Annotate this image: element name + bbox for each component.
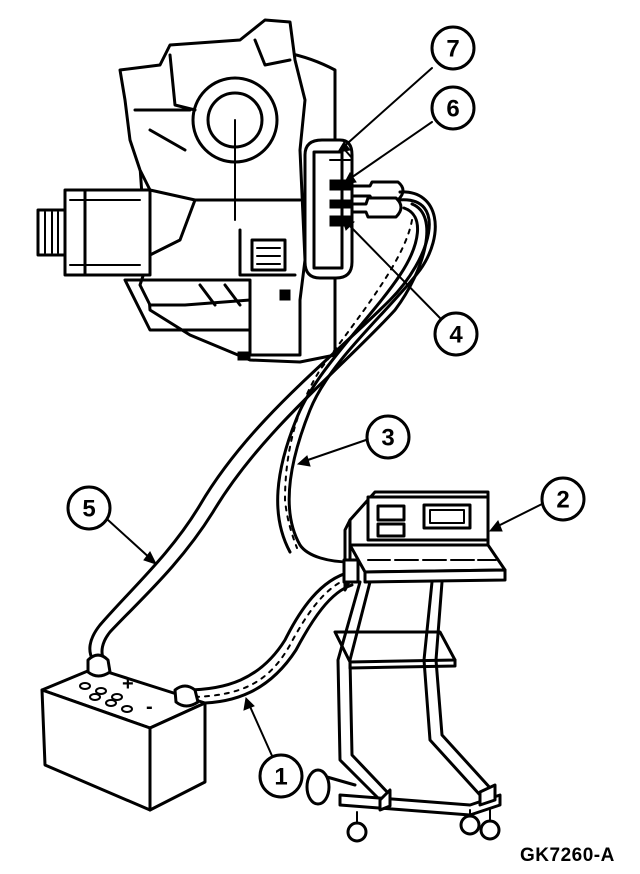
callout-7-label: 7: [446, 36, 459, 63]
callout-2-label: 2: [556, 487, 569, 514]
battery-positive-clamp: [86, 653, 112, 678]
callout-1: 1: [258, 753, 304, 799]
battery-plus-sign: +: [122, 673, 134, 695]
callout-5-label: 5: [82, 496, 95, 523]
battery: + -: [40, 653, 207, 812]
callout-4-label: 4: [449, 322, 463, 349]
figure-id: GK7260-A: [520, 845, 615, 866]
callout-6-label: 6: [446, 96, 459, 123]
tester-cart: [305, 490, 507, 843]
callout-3: 3: [365, 414, 411, 460]
callout-5: 5: [66, 485, 112, 531]
callout-1-label: 1: [274, 764, 287, 791]
callout-2: 2: [540, 476, 586, 522]
callout-3-label: 3: [381, 425, 394, 452]
callout-7: 7: [430, 25, 476, 71]
cable-5-positive-lead: [88, 198, 431, 662]
leader-lines: [107, 67, 543, 759]
terminal-clamps: [350, 180, 405, 219]
battery-cell-caps: [79, 682, 133, 713]
cart-wheels: [346, 809, 501, 843]
battery-minus-sign: -: [146, 696, 153, 718]
callout-6: 6: [430, 85, 476, 131]
engine-starter-assembly: [36, 18, 354, 364]
battery-negative-clamp: [173, 684, 200, 708]
cable-1-negative-lead: [183, 570, 354, 705]
callout-4: 4: [433, 311, 479, 357]
